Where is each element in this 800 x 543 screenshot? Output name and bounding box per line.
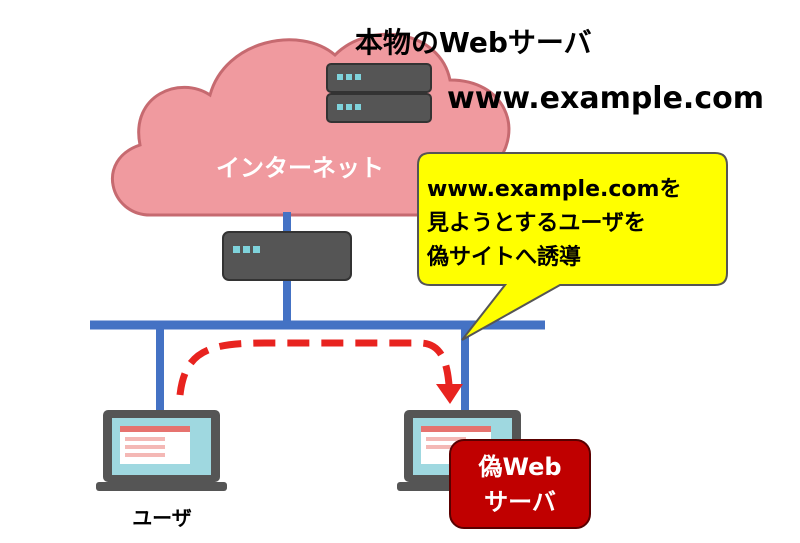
fake-server-line-1: 偽Web <box>477 453 561 481</box>
callout-line-2: 見ようとするユーザを <box>427 211 646 236</box>
callout-balloon: www.example.comを 見ようとするユーザを 偽サイトへ誘導 <box>417 152 728 341</box>
fake-server-badge: 偽Web サーバ <box>449 439 591 529</box>
redirect-arrow <box>176 339 463 404</box>
router-icon <box>222 231 352 281</box>
user-label: ユーザ <box>132 506 192 530</box>
domain-label: www.example.com <box>447 81 764 116</box>
callout-line-3: 偽サイトへ誘導 <box>426 244 581 270</box>
real-server-icon <box>326 63 432 123</box>
user-laptop-icon <box>96 410 227 491</box>
real-server-title: 本物のWebサーバ <box>355 26 592 59</box>
internet-label: インターネット <box>216 154 384 182</box>
callout-line-1: www.example.comを <box>427 177 681 202</box>
fake-server-line-2: サーバ <box>484 488 556 516</box>
